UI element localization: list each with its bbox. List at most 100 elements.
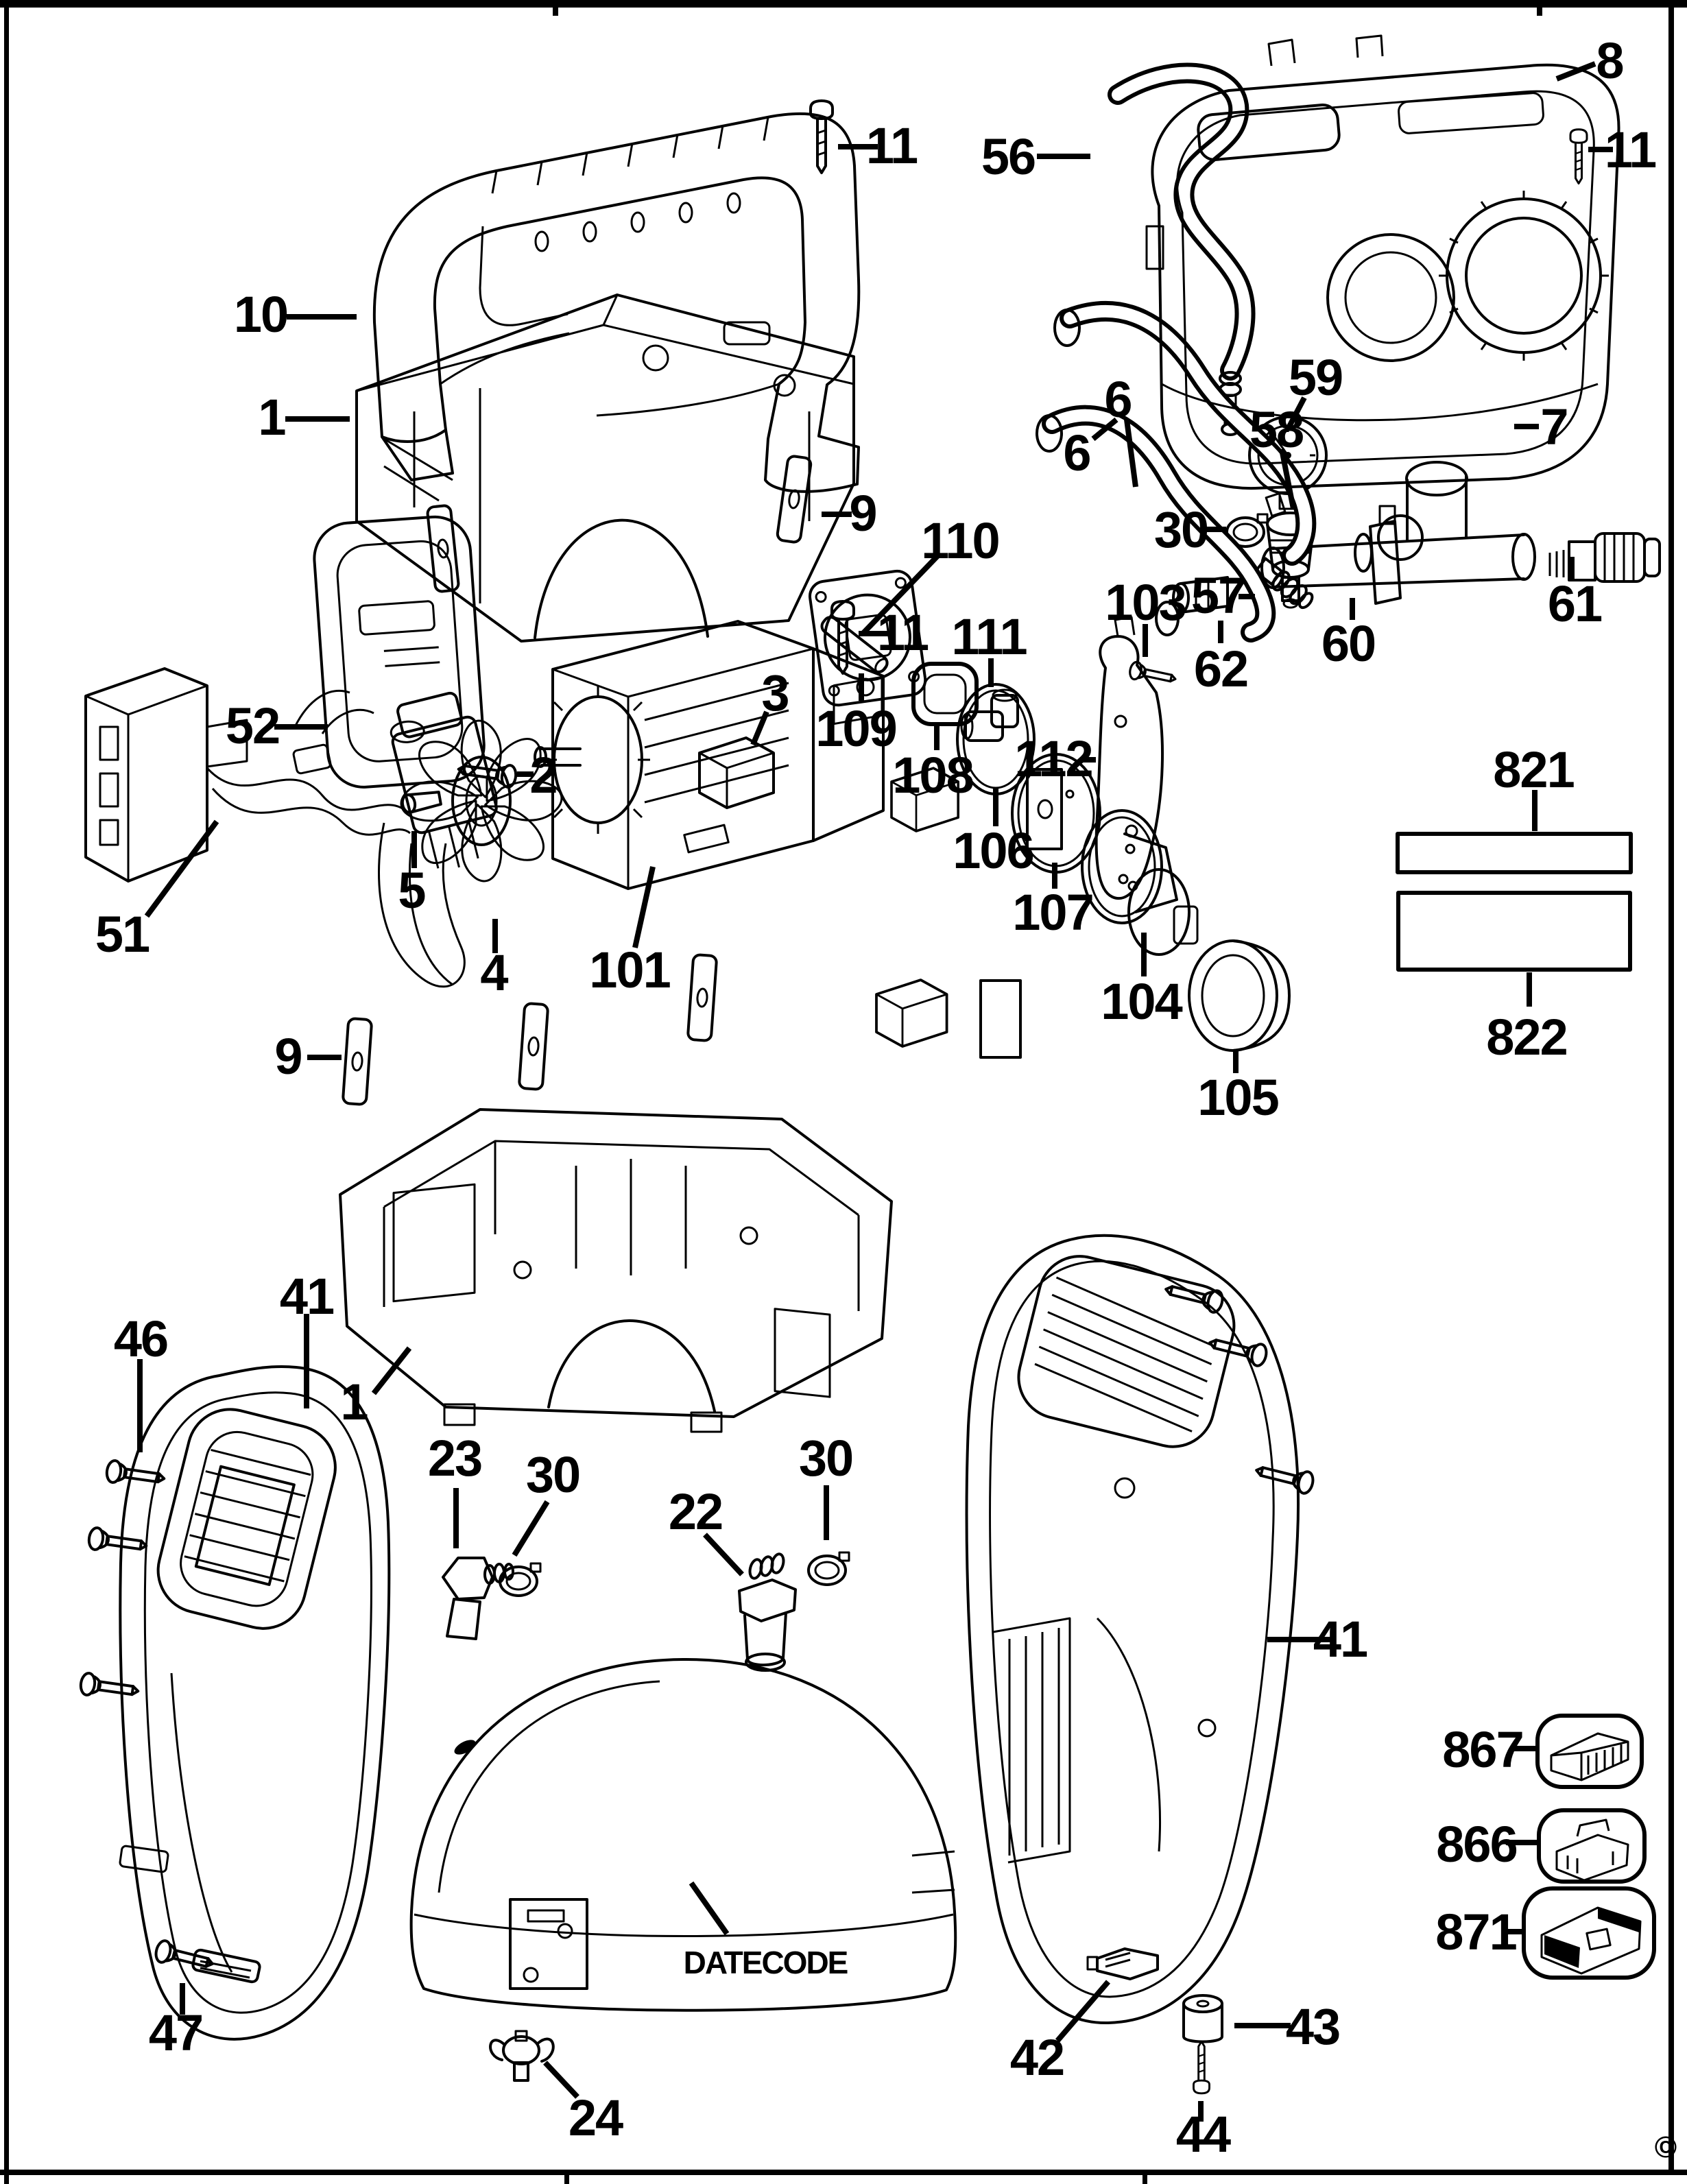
screw-46-b [86, 1525, 149, 1559]
callout-22: 22 [669, 1483, 722, 1540]
callout-867: 867 [1442, 1721, 1522, 1778]
block-3-d [979, 979, 1022, 1059]
callout-60: 60 [1321, 615, 1375, 672]
callout-30: 30 [799, 1430, 852, 1487]
callout-111: 111 [951, 608, 1027, 665]
clip-9-e [686, 952, 719, 1043]
part-top-shell [355, 293, 855, 643]
callout-43: 43 [1286, 1998, 1339, 2055]
part-base-shell [339, 1108, 893, 1433]
callout-30: 30 [526, 1446, 579, 1503]
callout-110: 110 [921, 512, 998, 569]
left-border [4, 0, 9, 2184]
part-fitting-62 [1155, 576, 1229, 636]
callout-106: 106 [953, 822, 1033, 879]
bottom-border [0, 2170, 1687, 2175]
badge-867 [1535, 1714, 1644, 1789]
part-shroud-left [119, 1365, 391, 2041]
callout-112: 112 [1014, 730, 1092, 787]
callout-DATECODE: DATECODE [684, 1945, 848, 1980]
callout-3: 3 [761, 664, 788, 721]
part-latch-42 [1086, 1947, 1159, 1980]
callout-821: 821 [1493, 741, 1574, 798]
pin-5 [400, 791, 442, 814]
badge-866 [1537, 1808, 1647, 1884]
callout-11: 11 [1605, 121, 1656, 178]
battery-compact-pack-icon [1555, 1819, 1629, 1882]
callout-46: 46 [114, 1310, 167, 1367]
bottom-tick-2 [1142, 2175, 1147, 2184]
part-flange-109 [809, 569, 927, 707]
pin-110 [820, 616, 889, 673]
screw-46-a [104, 1458, 167, 1491]
callout-47: 47 [149, 2004, 202, 2061]
part-fitting-22 [738, 1552, 797, 1672]
part-motor [534, 620, 885, 890]
callout-1: 1 [258, 389, 285, 446]
callout-59: 59 [1289, 349, 1342, 406]
part-console-shell [1145, 34, 1620, 490]
callout-866: 866 [1436, 1816, 1516, 1873]
callout-56: 56 [981, 128, 1035, 185]
part-sleeve-105 [1188, 939, 1291, 1052]
screw-41r-c [1252, 1458, 1317, 1496]
copyright-symbol: © [1655, 2131, 1677, 2164]
callout-44: 44 [1176, 2106, 1231, 2163]
kit-box-821 [1396, 832, 1633, 874]
callout-2: 2 [529, 747, 556, 804]
callout-109: 109 [815, 700, 896, 757]
callout-107: 107 [1012, 884, 1092, 941]
callout-41: 41 [280, 1268, 334, 1325]
battery-charger-icon [1540, 1906, 1642, 1975]
top-tick-2 [1537, 8, 1542, 16]
part-wiring-harness [84, 667, 498, 988]
screw-11-a [809, 99, 834, 174]
clamp-30-mid [807, 1551, 850, 1586]
clip-9-d [517, 1001, 550, 1092]
part-coupler-61 [1548, 532, 1661, 583]
callout-101: 101 [589, 941, 670, 998]
callout-9: 9 [849, 485, 876, 542]
callout-871: 871 [1435, 1904, 1516, 1960]
part-valve-104 [1081, 809, 1199, 956]
part-bracket-112 [1094, 616, 1164, 900]
top-tick-1 [553, 8, 558, 16]
badge-871 [1522, 1886, 1656, 1980]
bottom-tick-1 [564, 2175, 569, 2184]
callout-108: 108 [892, 747, 972, 804]
part-carry-handle [372, 112, 861, 493]
battery-slide-pack-icon [1550, 1732, 1629, 1781]
screw-46-c [77, 1670, 141, 1704]
part-gasket-108 [911, 662, 979, 726]
callout-51: 51 [95, 906, 149, 963]
part-fitting-23 [442, 1557, 514, 1640]
screw-11-c [1569, 128, 1588, 184]
part-tank [409, 1657, 957, 2012]
callout-24: 24 [569, 2089, 623, 2146]
callout-23: 23 [428, 1430, 481, 1487]
callout-10: 10 [234, 286, 287, 343]
callout-5: 5 [398, 862, 425, 919]
callout-62: 62 [1194, 640, 1247, 697]
callout-30: 30 [1154, 501, 1208, 558]
part-elbow-111 [960, 688, 1019, 742]
callout-4: 4 [480, 944, 508, 1001]
callout-6: 6 [1104, 371, 1131, 428]
callout-52: 52 [226, 697, 279, 754]
part-drain-24 [489, 2030, 555, 2082]
callout-11: 11 [877, 604, 929, 661]
callout-103: 103 [1105, 574, 1185, 631]
callout-61: 61 [1548, 575, 1602, 632]
kit-box-822 [1396, 891, 1632, 972]
block-3-e [1026, 768, 1063, 850]
leader-lines [137, 61, 1613, 2122]
top-border [0, 0, 1687, 8]
clip-9-c [341, 1016, 374, 1107]
part-hose-6-upper [1053, 301, 1317, 566]
part-bumper-43 [1182, 1994, 1223, 2043]
part-fan [394, 714, 569, 888]
